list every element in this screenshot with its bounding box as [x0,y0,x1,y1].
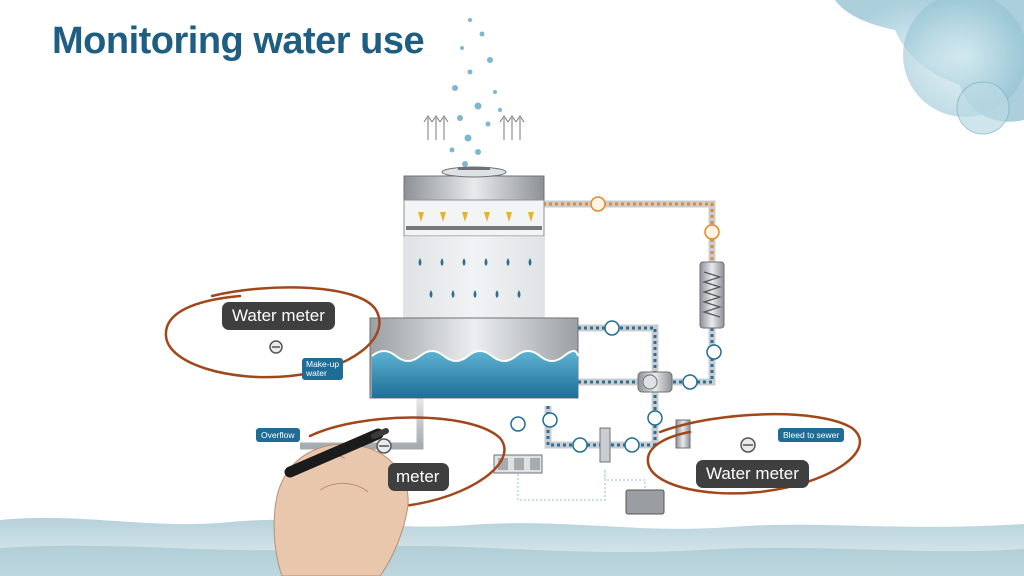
fan-icon [441,166,507,178]
watercolor-decoration-top [835,0,1024,135]
flow-arrow-icon [510,320,722,453]
tag-makeup-line1: Make-up [306,359,340,369]
heat-rising-arrows [423,115,525,140]
cooling-tower [369,166,579,399]
tag-bleed-to-sewer: Bleed to sewer [778,428,845,442]
callout-water-meter-right: Water meter [696,460,809,488]
pump-icon [637,371,673,393]
water-meter-icon [269,340,756,454]
tag-overflow: Overflow [256,428,300,442]
tag-makeup-water: Make-up water [302,358,344,380]
slide-title: Monitoring water use [52,20,425,62]
marker-pen-icon [284,428,389,478]
heat-exchanger-icon [699,261,725,329]
hand-icon [273,443,409,576]
valve-icon [493,419,691,515]
callout-water-meter-left: Water meter [222,302,335,330]
vapor-plume [449,18,502,167]
tag-makeup-line2: water [306,368,327,378]
watercolor-decoration-bottom [0,517,1024,576]
callout-water-meter-bottom: meter [388,463,450,491]
